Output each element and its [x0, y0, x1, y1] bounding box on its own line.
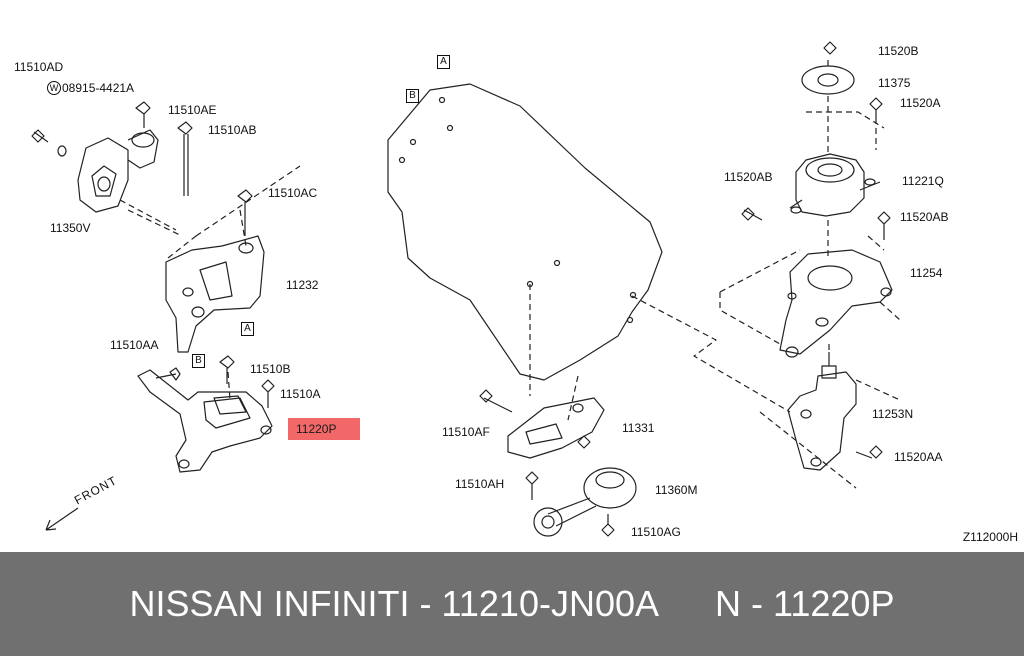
diagram-code: Z112000H [962, 530, 1018, 544]
footer-brand-part-number: NISSAN INFINITI - 11210-JN00A [129, 583, 660, 624]
label-11350v: 11350V [50, 221, 91, 235]
mount-11331 [507, 397, 605, 459]
mount-11360m [533, 467, 637, 537]
label-11331: 11331 [622, 421, 655, 435]
label-11510af: 11510AF [442, 425, 490, 439]
label-11520ab-left: 11520AB [724, 170, 773, 184]
label-11253n: 11253N [872, 407, 914, 421]
label-11510a: 11510A [280, 387, 321, 401]
mount-11221q [789, 153, 881, 217]
diagram-drawing [31, 41, 901, 537]
label-11510ad: 11510AD [14, 60, 64, 74]
mount-11220p [137, 369, 273, 473]
label-11375: 11375 [878, 76, 911, 90]
footer-oem-part-number: N - 11220P [715, 583, 895, 624]
washer-11375 [801, 65, 855, 95]
label-11520b: 11520B [878, 44, 919, 58]
label-11510ae: 11510AE [168, 103, 217, 117]
label-11510ab: 11510AB [208, 123, 257, 137]
ref-mark-b-engine: B [406, 89, 419, 103]
highlighted-part-number: 11220P [296, 422, 337, 436]
label-11254: 11254 [910, 266, 943, 280]
parts-diagram: A B A B W 11510AD 08915-4421A 11510AE 11… [14, 41, 1018, 544]
label-11232: 11232 [286, 278, 319, 292]
ref-mark-b-bracket: B [192, 354, 205, 368]
label-11520aa: 11520AA [894, 450, 943, 464]
label-11510ac: 11510AC [268, 186, 318, 200]
label-08915-4421a: 08915-4421A [62, 81, 135, 95]
label-11360m: 11360M [655, 483, 698, 497]
label-11510aa: 11510AA [110, 338, 159, 352]
engine-outline [387, 83, 663, 381]
label-11221q: 11221Q [902, 174, 944, 188]
highlighted-part-label: 11220P [288, 418, 360, 440]
label-11510b: 11510B [250, 362, 291, 376]
label-11520ab-right: 11520AB [900, 210, 949, 224]
label-11510ag: 11510AG [631, 525, 681, 539]
bracket-11254 [779, 249, 893, 358]
washer-symbol: W [47, 81, 61, 95]
label-11510ah: 11510AH [455, 477, 505, 491]
mount-11350v [77, 129, 159, 213]
label-11520a: 11520A [900, 96, 941, 110]
bracket-11253n [787, 352, 857, 471]
footer-bar: NISSAN INFINITI - 11210-JN00A N - 11220P [0, 552, 1024, 656]
front-arrow-icon [45, 507, 79, 531]
footer-text: NISSAN INFINITI - 11210-JN00A N - 11220P [0, 552, 1024, 656]
ref-mark-a-engine: A [437, 55, 450, 69]
ref-mark-a-bracket: A [241, 322, 254, 336]
